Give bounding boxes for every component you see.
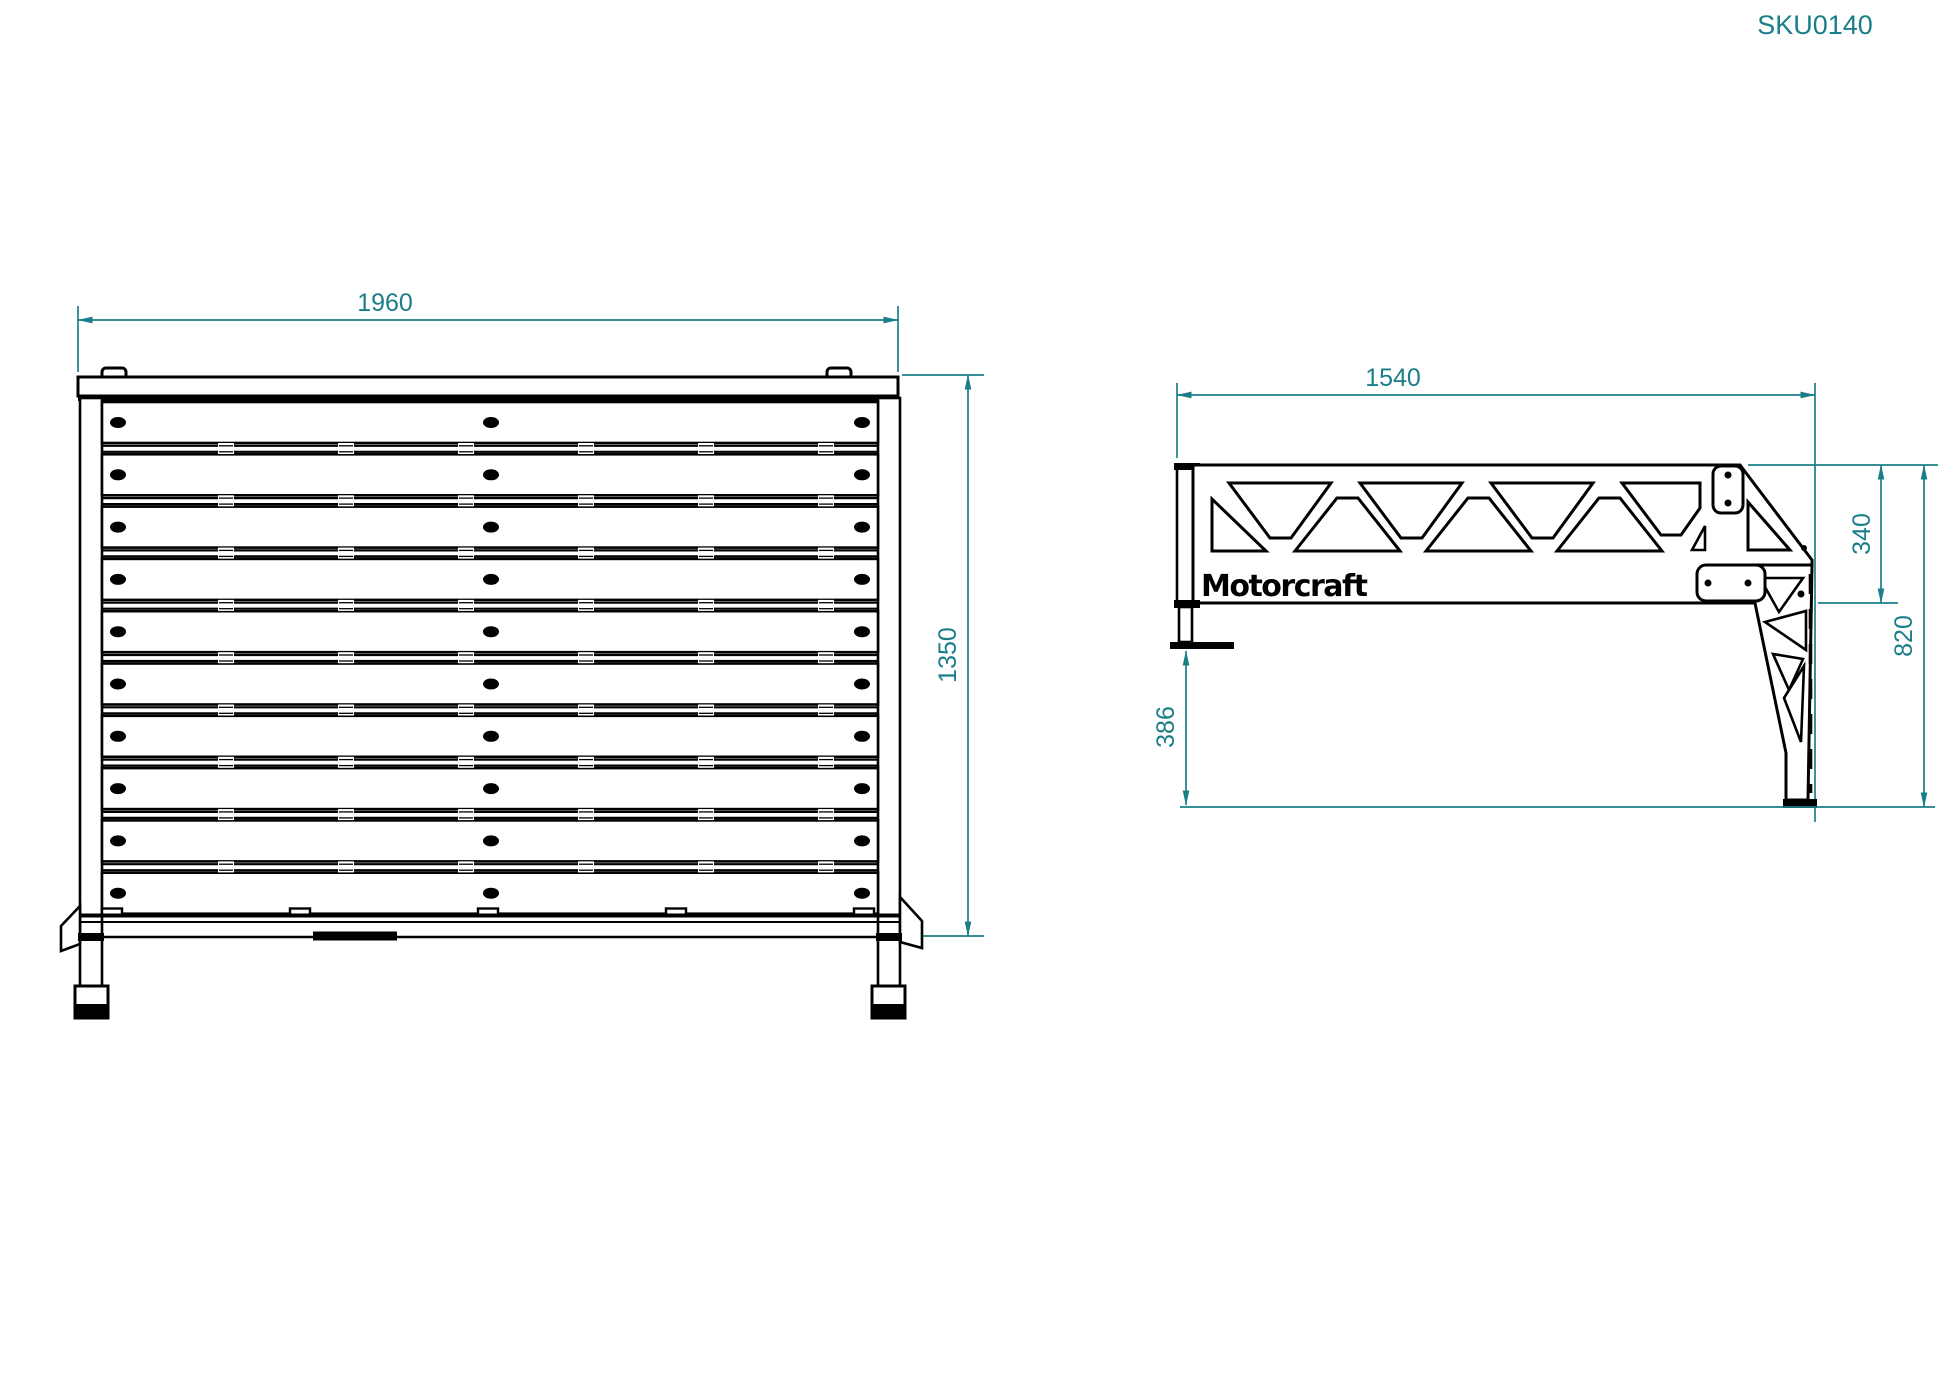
right-leg-joint [876,933,902,941]
cutout-right-triangle [1746,498,1794,552]
cutout-bottom-trapezoid [1553,496,1666,553]
bolt-hole [1724,499,1732,507]
rear-leg [1753,563,1817,808]
bottom-rail [80,907,900,941]
left-foot [73,984,110,1020]
dim-front-height: 1350 [902,374,984,937]
top-rail [76,375,900,398]
cutout-top-trapezoid [1357,481,1465,540]
rail-clip-left [100,366,128,377]
cutout-top-trapezoid [1226,481,1334,540]
leg-cutout [1761,609,1808,653]
slat-row [100,819,880,863]
right-post [876,396,902,990]
cutout-sliver-triangle [1689,525,1707,552]
dim-leg-height-value: 386 [1152,706,1180,748]
side-left-post [1175,465,1195,605]
right-foot [870,984,907,1020]
slat-row [100,400,880,445]
channel-row [100,441,880,456]
side-view: 1540 [1152,364,1938,822]
bottom-label-plate [313,931,397,941]
leg-cutout [1782,661,1806,743]
dim-front-width-value: 1960 [357,289,413,317]
leg-cutout [1770,652,1805,694]
bolt-hole [1724,471,1732,479]
cutout-top-trapezoid [1619,481,1702,537]
dim-side-length: 1540 [1176,364,1816,822]
bolt-hole [1704,579,1712,587]
side-front-leg [1177,605,1194,644]
dim-side-heights: 340 820 [1180,464,1938,808]
channel-row [100,546,880,560]
dim-front-height-value: 1350 [934,627,962,683]
truss-cutouts [1210,481,1794,553]
side-leg-joint [1174,600,1200,608]
channel-row [100,807,880,822]
dim-front-width: 1960 [77,289,899,372]
slat-row [100,557,880,602]
cutout-top-trapezoid [1488,481,1596,540]
channel-row [100,494,880,508]
cutout-left-triangle [1210,495,1270,553]
motorcraft-logo: Motorcraft [1201,569,1368,604]
dim-upper-height-value: 340 [1848,513,1876,555]
bolt-hole [1744,579,1752,587]
slat-row [100,766,880,811]
channel-row [100,860,880,874]
diagonal-bolt [1801,545,1807,551]
left-hook-bracket [59,902,82,953]
left-leg-joint [78,933,104,941]
dim-overall-height-value: 820 [1890,615,1918,657]
top-bolt-plate [1711,464,1745,515]
lower-bolt-bracket [1695,563,1767,603]
channel-row [100,755,880,769]
side-post-cap [1174,463,1200,470]
channel-row [100,703,880,717]
dim-leg-height: 386 [1152,650,1190,806]
slat-row [100,714,880,759]
channel-row [100,651,880,665]
cutout-bottom-trapezoid [1422,496,1535,553]
slat-row [100,609,880,654]
leg-cutout [1757,576,1806,615]
dim-side-length-value: 1540 [1365,364,1421,392]
front-view: 1960 1350 [59,289,984,1020]
rail-clip-right [825,366,853,377]
slat-row [100,505,880,549]
slat-row [100,662,880,706]
rear-foot [1783,799,1817,808]
channel-row [100,598,880,613]
sku-label: SKU0140 [1757,10,1873,40]
cutout-bottom-trapezoid [1291,496,1404,553]
left-post [78,396,104,990]
leg-bolt [1797,590,1805,598]
side-front-foot [1170,642,1234,649]
slat-row [100,452,880,497]
right-hook-bracket [898,893,924,950]
